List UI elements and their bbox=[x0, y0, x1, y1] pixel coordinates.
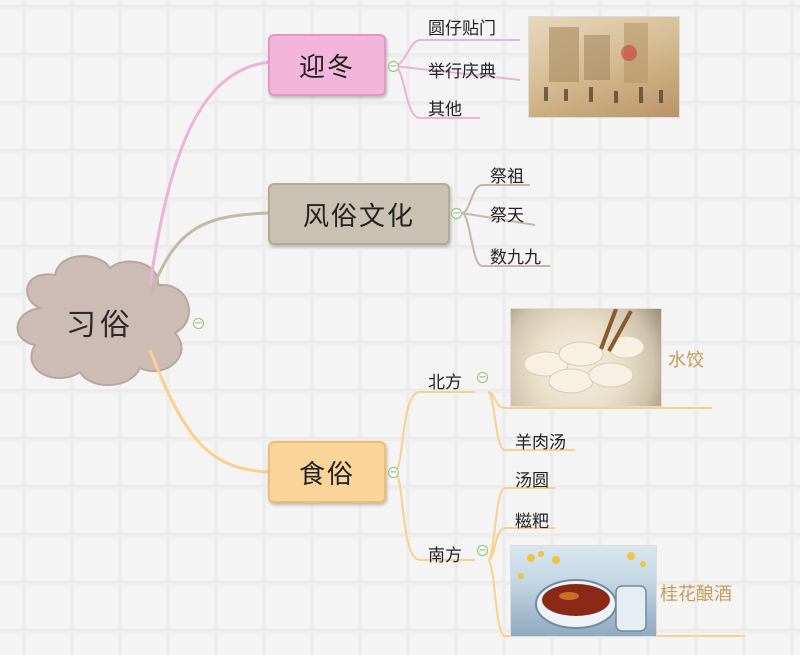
collapse-icon[interactable]: − bbox=[477, 545, 488, 556]
collapse-icon[interactable]: − bbox=[477, 372, 488, 383]
leaf-osmanthus-wine[interactable]: 桂花酿酒 bbox=[660, 580, 732, 606]
osmanthus-wine-image bbox=[510, 545, 657, 637]
subtopic-south[interactable]: 南方 bbox=[428, 541, 462, 566]
topic-food[interactable]: 食俗 bbox=[268, 441, 386, 503]
leaf-tuanzi-door[interactable]: 圆仔贴门 bbox=[428, 14, 496, 39]
collapse-icon[interactable]: − bbox=[388, 61, 399, 72]
collapse-icon[interactable]: − bbox=[388, 467, 399, 478]
leaf-tangyuan[interactable]: 汤圆 bbox=[515, 466, 549, 491]
leaf-dumplings[interactable]: 水饺 bbox=[668, 346, 704, 372]
collapse-icon[interactable]: − bbox=[451, 208, 462, 219]
leaf-counting-nines[interactable]: 数九九 bbox=[490, 243, 541, 268]
topic-winter[interactable]: 迎冬 bbox=[268, 34, 386, 96]
subtopic-north[interactable]: 北方 bbox=[428, 368, 462, 393]
leaf-other[interactable]: 其他 bbox=[428, 95, 462, 120]
leaf-heaven-worship[interactable]: 祭天 bbox=[490, 201, 524, 226]
ceremony-painting-image bbox=[528, 16, 680, 118]
leaf-mutton-soup[interactable]: 羊肉汤 bbox=[515, 428, 566, 453]
dumplings-image bbox=[510, 308, 662, 407]
root-topic[interactable]: 习俗 bbox=[58, 300, 142, 344]
leaf-ciba[interactable]: 糍粑 bbox=[515, 507, 549, 532]
leaf-celebration[interactable]: 举行庆典 bbox=[428, 57, 496, 82]
leaf-ancestor-worship[interactable]: 祭祖 bbox=[490, 162, 524, 187]
collapse-icon[interactable]: − bbox=[193, 318, 204, 329]
topic-culture[interactable]: 风俗文化 bbox=[268, 183, 450, 245]
